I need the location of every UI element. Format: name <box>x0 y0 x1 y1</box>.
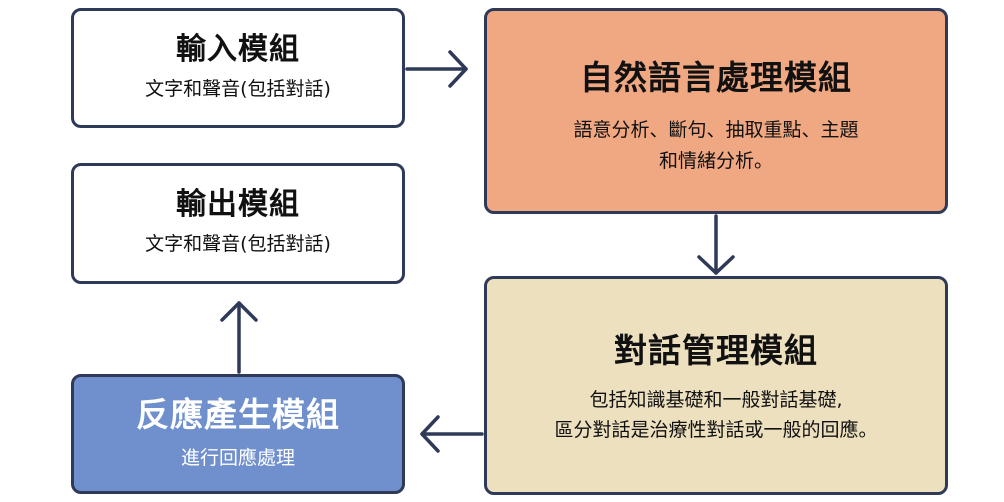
dialog-module-desc-line1: 包括知識基礎和一般對話基礎, <box>589 388 843 411</box>
nlp-module-desc-line2: 和情緒分析。 <box>658 149 773 172</box>
input-module-box: 輸入模組 文字和聲音(包括對話) <box>71 8 405 128</box>
output-module-box: 輸出模組 文字和聲音(包括對話) <box>71 163 405 284</box>
input-module-desc: 文字和聲音(包括對話) <box>145 77 331 100</box>
nlp-module-box: 自然語言處理模組 語意分析、斷句、抽取重點、主題 和情緒分析。 <box>484 8 948 214</box>
output-module-title: 輸出模組 <box>176 187 300 223</box>
nlp-module-desc-line1: 語意分析、斷句、抽取重點、主題 <box>573 119 859 142</box>
dialog-module-title: 對話管理模組 <box>614 331 818 371</box>
dialog-module-desc-line2: 區分對話是治療性對話或一般的回應。 <box>554 419 878 442</box>
input-module-title: 輸入模組 <box>176 31 300 67</box>
response-module-title: 反應產生模組 <box>136 395 340 434</box>
arrow-input-to-nlp <box>405 50 468 88</box>
dialog-module-box: 對話管理模組 包括知識基礎和一般對話基礎, 區分對話是治療性對話或一般的回應。 <box>484 276 948 495</box>
response-module-desc: 進行回應處理 <box>180 446 295 469</box>
nlp-module-title: 自然語言處理模組 <box>580 57 852 97</box>
arrow-dialog-to-response <box>420 415 484 453</box>
arrow-response-to-output <box>220 301 258 374</box>
arrow-nlp-to-dialog <box>697 214 735 275</box>
output-module-desc: 文字和聲音(包括對話) <box>145 233 331 256</box>
response-module-box: 反應產生模組 進行回應處理 <box>71 374 405 494</box>
